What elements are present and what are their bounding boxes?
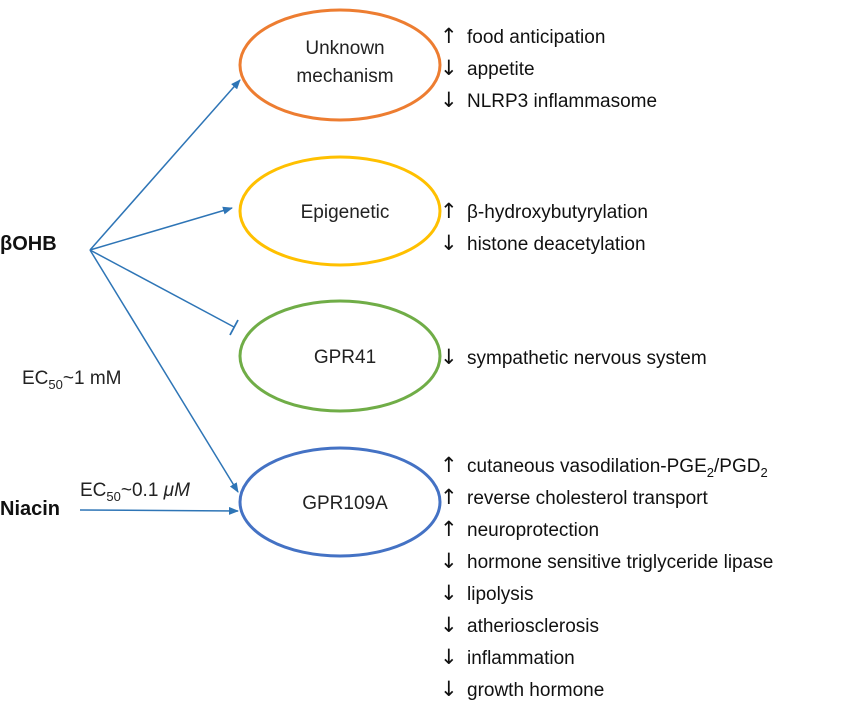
up-arrow-icon: ↑	[440, 24, 458, 48]
niacin-ec50-suffix: ~0.1	[121, 480, 164, 501]
gpr109a-effect-text: neuroprotection	[467, 520, 599, 541]
epigenetic-node-label: Epigenetic	[301, 202, 390, 223]
down-arrow-icon: ↓	[440, 549, 458, 573]
gpr109a-effect-text: hormone sensitive triglyceride lipase	[467, 552, 773, 573]
up-arrow-icon: ↑	[440, 199, 458, 223]
inhibit-bar-gpr41	[229, 319, 239, 336]
down-arrow-icon: ↓	[440, 581, 458, 605]
niacin-label: Niacin	[0, 498, 60, 520]
bohb-label: βOHB	[0, 233, 57, 255]
arrow-niacin-to-gpr109a	[79, 506, 239, 515]
niacin-ec50-prefix: EC	[80, 480, 106, 501]
down-arrow-icon: ↓	[440, 88, 458, 112]
arrow-bohb-to-gpr109a	[89, 249, 239, 493]
unknown-effect-text: appetite	[467, 59, 535, 80]
gpr109a-node-label: GPR109A	[302, 493, 388, 514]
down-arrow-icon: ↓	[440, 645, 458, 669]
connectors	[79, 79, 241, 515]
gpr41-effect-text: sympathetic nervous system	[467, 348, 707, 369]
bohb-ec50-label: EC50~1 mM	[22, 368, 121, 392]
node-labels: Unknown mechanism Epigenetic GPR41 GPR10…	[296, 38, 393, 514]
gpr109a-effect-text: lipolysis	[467, 584, 534, 605]
unknown-node-label-line2: mechanism	[296, 66, 393, 87]
inhibit-bohb-to-gpr41	[89, 249, 235, 328]
up-arrow-icon: ↑	[440, 453, 458, 477]
gpr41-node	[238, 299, 442, 413]
arrow-bohb-to-unknown	[89, 79, 241, 251]
down-arrow-icon: ↓	[440, 56, 458, 80]
bohb-ec50-sub: 50	[48, 377, 62, 392]
up-arrow-icon: ↑	[440, 485, 458, 509]
arrow-bohb-to-epigenetic	[89, 206, 233, 251]
down-arrow-icon: ↓	[440, 345, 458, 369]
unknown-node-label-line1: Unknown	[305, 38, 384, 59]
gpr41-node-label: GPR41	[314, 347, 376, 368]
up-arrow-icon: ↑	[440, 517, 458, 541]
niacin-ec50-label: EC50~0.1 μM	[80, 480, 190, 504]
gpr109a-effect-text: reverse cholesterol transport	[467, 488, 708, 509]
nodes	[238, 8, 442, 558]
niacin-ec50-sub: 50	[106, 489, 120, 504]
gpr109a-effect-text: cutaneous vasodilation-PGE2/PGD2	[467, 456, 768, 480]
bohb-ec50-suffix: ~1 mM	[63, 368, 122, 389]
epigenetic-node	[238, 155, 442, 267]
epigenetic-effect-text: β-hydroxybutyrylation	[467, 202, 648, 223]
bohb-ec50-prefix: EC	[22, 368, 48, 389]
unknown-effect-text: NLRP3 inflammasome	[467, 91, 657, 112]
gpr109a-effect-text: inflammation	[467, 648, 575, 669]
effects-lists: ↑ food anticipation ↓ appetite ↓ NLRP3 inflam…	[440, 24, 773, 701]
down-arrow-icon: ↓	[440, 231, 458, 255]
unknown-mechanism-node	[238, 8, 442, 122]
down-arrow-icon: ↓	[440, 677, 458, 701]
gpr109a-effect-text: atheriosclerosis	[467, 616, 599, 637]
down-arrow-icon: ↓	[440, 613, 458, 637]
gpr109a-node	[238, 446, 442, 558]
niacin-ec50-unit: μM	[163, 480, 190, 501]
unknown-effect-text: food anticipation	[467, 27, 605, 48]
gpr109a-effect-text: growth hormone	[467, 680, 604, 701]
epigenetic-effect-text: histone deacetylation	[467, 234, 646, 255]
